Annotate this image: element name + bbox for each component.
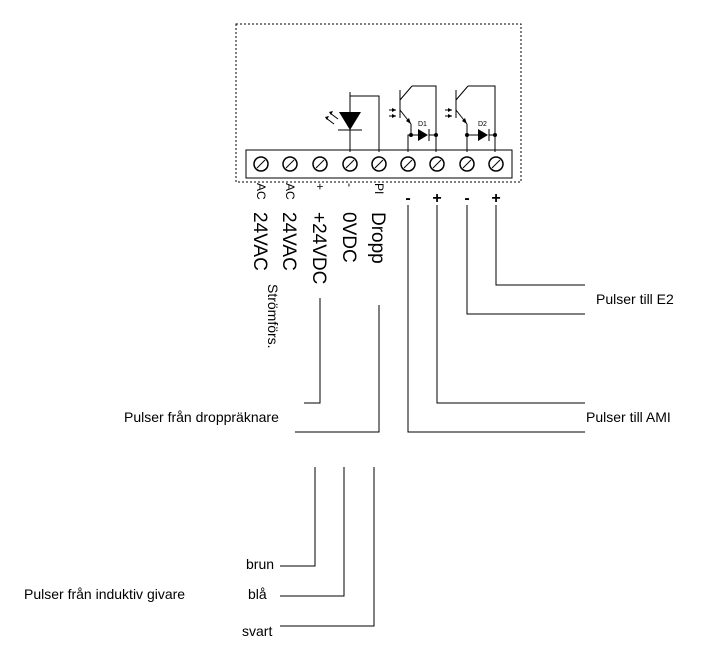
wires	[280, 205, 585, 627]
terminal-label: +24VDC	[308, 212, 329, 284]
terminal-small-label: PI	[372, 183, 386, 194]
terminal-label: 24VAC	[278, 212, 299, 271]
terminal-block	[245, 149, 513, 179]
terminal-screw	[488, 156, 504, 172]
label-pulser-fran-induktiv-givare: Pulser från induktiv givare	[24, 586, 185, 602]
d1-label: D1	[418, 121, 427, 128]
terminal-label: 0VDC	[338, 212, 359, 263]
label-pulser-fran-droppraknare: Pulser från droppräknare	[124, 409, 279, 425]
terminal-screw	[371, 156, 387, 172]
terminal-small-label: -	[343, 183, 357, 187]
terminal-small-label: +	[313, 183, 327, 190]
terminal-screw	[282, 156, 298, 172]
d2-label: D2	[478, 121, 487, 128]
label-bla: blå	[248, 586, 267, 602]
terminal-screw	[312, 156, 328, 172]
label-svart: svart	[242, 623, 272, 639]
terminal-screw	[429, 156, 445, 172]
terminal-small-label: -	[405, 190, 410, 207]
label-pulser-till-e2: Pulser till E2	[596, 291, 674, 307]
optocoupler-1: D1	[389, 85, 438, 152]
label-brun: brun	[246, 556, 274, 572]
terminal-label: 24VAC	[249, 212, 270, 271]
terminal-small-label: -	[464, 190, 469, 207]
terminal-small-label: AC	[283, 183, 297, 200]
terminal-label: Dropp	[367, 212, 388, 264]
terminal-screw	[459, 156, 475, 172]
terminal-small-label: +	[432, 190, 441, 207]
label-pulser-till-ami: Pulser till AMI	[586, 409, 671, 425]
stromfors-label: Strömförs.	[265, 284, 281, 349]
board-outline	[235, 23, 522, 183]
optocoupler-2: D2	[445, 85, 497, 152]
terminal-screw	[253, 156, 269, 172]
led-symbol	[325, 92, 380, 152]
terminal-screw	[400, 156, 416, 172]
terminal-small-label: +	[491, 190, 500, 207]
terminal-screw	[342, 156, 358, 172]
terminal-small-label: AC	[254, 183, 268, 200]
